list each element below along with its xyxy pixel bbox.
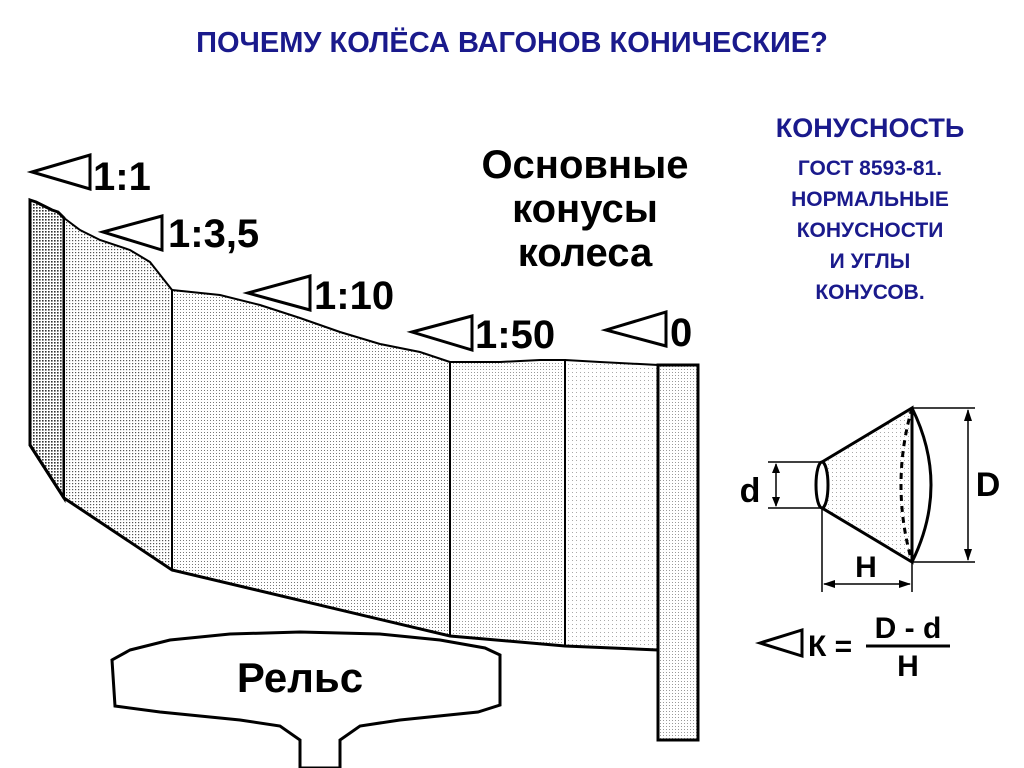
H-arrow-left-icon <box>823 580 835 588</box>
side-panel-line: КОНУСНОСТИ <box>797 219 944 242</box>
cone-label-text: 1:3,5 <box>168 212 259 256</box>
D-label: D <box>976 466 1001 504</box>
wheel-profile <box>28 197 700 742</box>
cone-label-text: 1:50 <box>475 313 555 357</box>
d-label: d <box>740 472 761 510</box>
cone-large-end <box>910 407 933 563</box>
rail-head <box>110 630 502 768</box>
side-panel-line: И УГЛЫ <box>830 250 911 273</box>
cone-label-1-10: 1:10 <box>242 274 394 318</box>
cone-small-end <box>814 460 830 510</box>
side-panel: КОНУСНОСТЬ ГОСТ 8593-81. НОРМАЛЬНЫЕ КОНУ… <box>776 113 965 304</box>
d-arrow-down-icon <box>772 497 780 507</box>
cones-caption-line-1: Основные <box>481 143 688 187</box>
cone-body <box>820 405 914 565</box>
rail: Рельс <box>110 630 502 768</box>
cone-label-text: 1:1 <box>93 155 151 199</box>
taper-triangle-icon <box>242 274 312 312</box>
side-panel-line: ГОСТ 8593-81. <box>798 157 942 180</box>
taper-formula: К = D - d H <box>754 612 950 683</box>
side-panel-line: КОНУСОВ. <box>815 281 924 304</box>
rail-label: Рельс <box>237 654 363 701</box>
cone-label-1-50: 1:50 <box>406 313 555 357</box>
formula-numerator: D - d <box>875 612 942 645</box>
cones-caption: Основные конусы колеса <box>481 143 688 275</box>
taper-triangle-icon <box>97 214 164 253</box>
wheel-outline <box>28 200 659 652</box>
cone-label-text: 1:10 <box>314 274 394 318</box>
cones-caption-line-3: колеса <box>518 231 653 275</box>
wheel-section-1-10 <box>171 288 451 638</box>
formula-lhs: К = <box>808 630 852 663</box>
side-panel-heading: КОНУСНОСТЬ <box>776 113 965 143</box>
D-arrow-up-icon <box>964 409 972 421</box>
wheel-section-1-3-5 <box>63 216 173 572</box>
cone-label-1-3-5: 1:3,5 <box>97 212 259 256</box>
D-arrow-down-icon <box>964 549 972 561</box>
cones-caption-line-2: конусы <box>512 187 658 231</box>
wheel-section-1-50 <box>449 359 566 648</box>
cone-figure: d D H <box>740 405 1001 592</box>
cone-label-0: 0 <box>600 309 692 355</box>
wheel-section-0 <box>564 358 659 652</box>
side-panel-line: НОРМАЛЬНЫЕ <box>791 188 949 211</box>
page-title: ПОЧЕМУ КОЛЁСА ВАГОНОВ КОНИЧЕСКИЕ? <box>196 26 828 59</box>
wheel-flange <box>656 363 700 742</box>
H-arrow-right-icon <box>899 580 911 588</box>
cone-label-text: 0 <box>670 311 692 355</box>
cone-large-end-hidden <box>899 407 914 563</box>
d-arrow-up-icon <box>772 463 780 473</box>
formula-denominator: H <box>897 650 919 683</box>
taper-triangle-icon <box>754 627 804 659</box>
taper-triangle-icon <box>26 152 92 192</box>
taper-triangle-icon <box>600 309 668 348</box>
cone-label-1-1: 1:1 <box>26 152 151 199</box>
H-label: H <box>855 551 877 584</box>
taper-triangle-icon <box>406 314 474 353</box>
